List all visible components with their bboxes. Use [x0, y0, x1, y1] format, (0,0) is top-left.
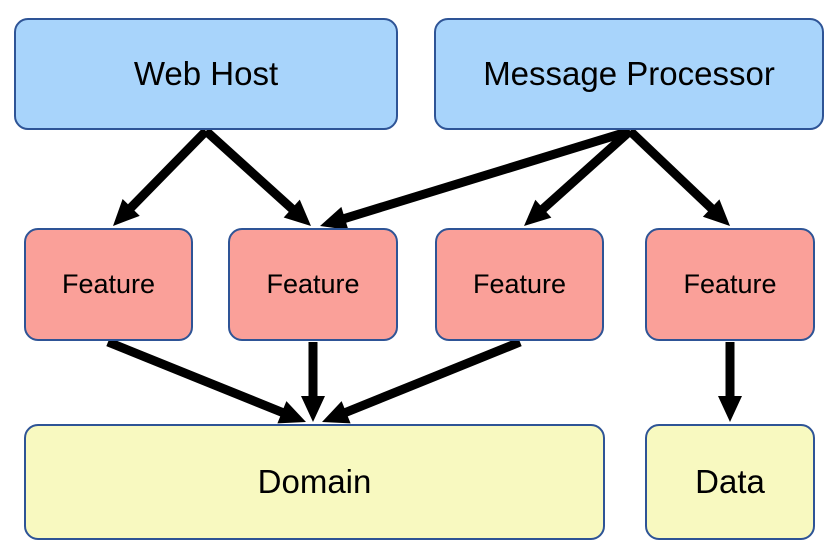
edge-message-processor-to-feature-4 [626, 127, 730, 226]
node-web-host[interactable]: Web Host [14, 18, 398, 130]
edge-shaft [535, 127, 634, 217]
arrowhead-icon [283, 199, 311, 226]
node-label-feature-3: Feature [472, 268, 567, 299]
arrowhead-icon [718, 396, 742, 422]
arrowhead-icon [702, 199, 730, 226]
edge-feature-2-to-domain [301, 342, 325, 422]
node-label-feature-1: Feature [61, 268, 156, 299]
node-feature-4[interactable]: Feature [645, 228, 815, 341]
arrowhead-icon [277, 401, 306, 424]
node-message-processor[interactable]: Message Processor [434, 18, 824, 130]
node-feature-2[interactable]: Feature [228, 228, 398, 341]
edge-web-host-to-feature-1 [113, 127, 210, 226]
node-label-feature-2: Feature [266, 268, 360, 299]
node-label-feature-4: Feature [683, 268, 777, 299]
edge-shaft [202, 127, 300, 216]
edge-feature-1-to-domain [106, 337, 306, 424]
node-label-message-processor: Message Processor [483, 54, 775, 92]
edge-feature-4-to-data [718, 342, 742, 422]
edge-shaft [123, 127, 210, 215]
node-domain[interactable]: Domain [24, 424, 605, 540]
node-label-data: Data [695, 462, 765, 500]
arrowhead-icon [301, 396, 325, 422]
edge-shaft [106, 337, 290, 419]
node-label-web-host: Web Host [133, 54, 279, 92]
edge-message-processor-to-feature-3 [524, 127, 634, 226]
edge-web-host-to-feature-2 [202, 127, 311, 226]
edge-message-processor-to-feature-2 [320, 126, 632, 230]
edge-shaft [337, 126, 632, 225]
node-label-domain: Domain [257, 462, 372, 500]
node-feature-1[interactable]: Feature [24, 228, 193, 341]
arrowhead-icon [113, 199, 140, 226]
arrowhead-icon [322, 401, 351, 424]
arrowhead-icon [524, 199, 552, 226]
edge-shaft [626, 127, 719, 216]
edge-feature-3-to-domain [322, 337, 522, 424]
node-feature-3[interactable]: Feature [435, 228, 604, 341]
arrowhead-icon [320, 206, 349, 230]
edge-shaft [338, 337, 522, 419]
node-data[interactable]: Data [645, 424, 815, 540]
